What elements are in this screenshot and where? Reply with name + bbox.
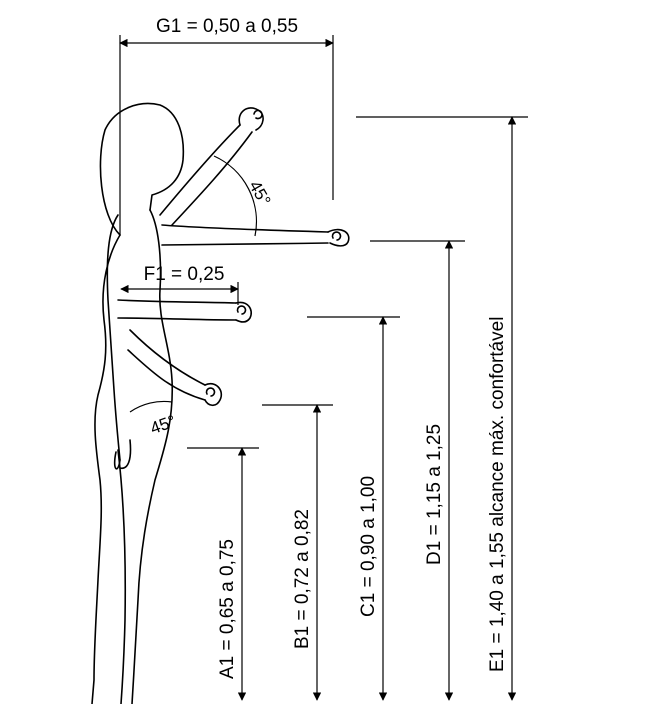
lower-hand [204,382,223,407]
a1-label: A1 = 0,65 a 0,75 [217,539,238,679]
horizontal-hand [327,228,350,247]
b1-label: B1 = 0,72 a 0,82 [292,509,313,649]
raised-arm [159,124,253,226]
head-outline [99,102,185,236]
hanging-hand [113,439,132,470]
lower-angle-arc [129,400,173,413]
arm-outline [106,214,121,461]
e1-label: E1 = 1,40 a 1,55 alcance máx. confortáve… [487,317,508,672]
g1-label: G1 = 0,50 a 0,55 [156,16,298,37]
raised-hand [238,107,264,131]
f1-label: F1 = 0,25 [144,264,225,285]
upper-angle-label: 45° [245,177,274,209]
back-outline [91,234,121,704]
mid-arm [117,299,237,321]
leg-outline [117,449,127,704]
horizontal-arm [161,224,329,246]
upper-angle-arc [213,155,258,237]
mid-hand [235,301,252,323]
c1-label: C1 = 0,90 a 1,00 [358,476,379,617]
lower-angle-label: 45° [148,412,179,439]
lower-arm [127,329,206,401]
d1-label: D1 = 1,15 a 1,25 [424,424,445,565]
